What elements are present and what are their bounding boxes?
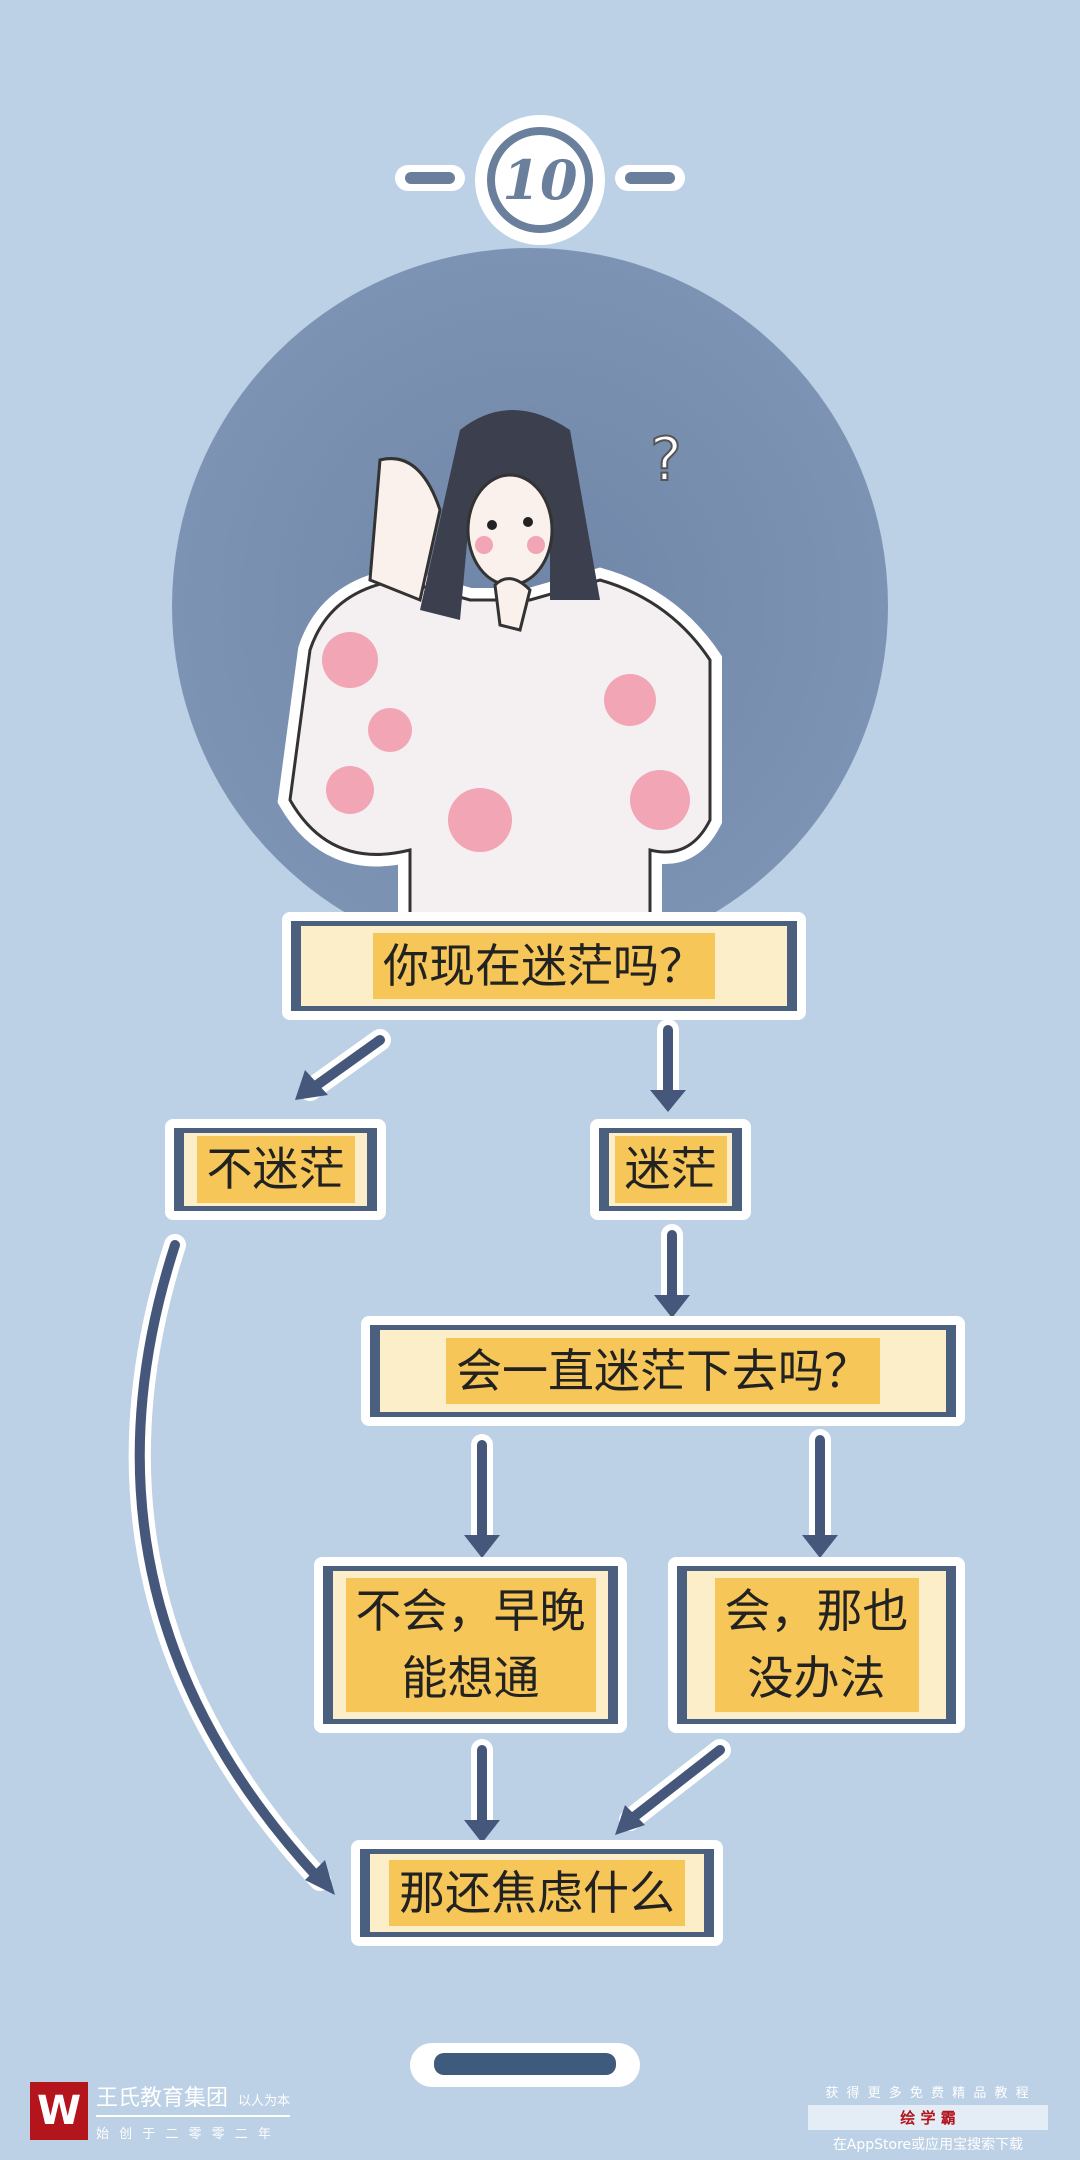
no-text: 不迷茫 [196,1136,355,1203]
brand-logo-mark: W [30,2082,88,2140]
a2-line2: 没办法 [747,1651,886,1705]
header-number-badge: 10 [395,115,685,245]
answer-box-no: 不迷茫 [165,1119,386,1220]
answer-box-a1: 不会，早晚能想通 [314,1557,627,1733]
org-name: 王氏教育集团 [96,2086,229,2111]
end-text: 那还焦虑什么 [389,1859,685,1927]
q1-text: 你现在迷茫吗？ [373,932,715,1000]
a1-line1: 不会，早晚 [355,1584,586,1639]
question-box-q1: 你现在迷茫吗？ [282,912,806,1020]
question-box-q2: 会一直迷茫下去吗？ [361,1316,965,1426]
app-name: 绘 学 霸 [808,2105,1048,2130]
app-promo: 获 得 更 多 免 费 精 品 教 程 绘 学 霸 在AppStore或应用宝搜… [808,2082,1048,2154]
conclusion-box: 那还焦虑什么 [351,1840,723,1946]
yes-text: 迷茫 [614,1136,727,1203]
q2-text: 会一直迷茫下去吗？ [446,1337,880,1405]
bottom-pill [410,2043,640,2087]
promo-bottom: 在AppStore或应用宝搜索下载 [832,2137,1024,2153]
a2-line1: 会，那也 [724,1584,909,1639]
answer-box-yes: 迷茫 [590,1119,751,1220]
step-number: 10 [487,127,593,233]
girl-illustration: ? [277,410,722,920]
promo-top: 获 得 更 多 免 费 精 品 教 程 [825,2086,1031,2101]
brand-logo: W 王氏教育集团以人为本 始 创 于 二 零 零 二 年 [30,2080,291,2142]
a1-line2: 能想通 [401,1651,540,1705]
answer-box-a2: 会，那也没办法 [668,1557,965,1733]
org-founded: 始 创 于 二 零 零 二 年 [96,2127,274,2142]
svg-text:?: ? [650,425,682,495]
org-motto: 以人为本 [238,2094,291,2109]
